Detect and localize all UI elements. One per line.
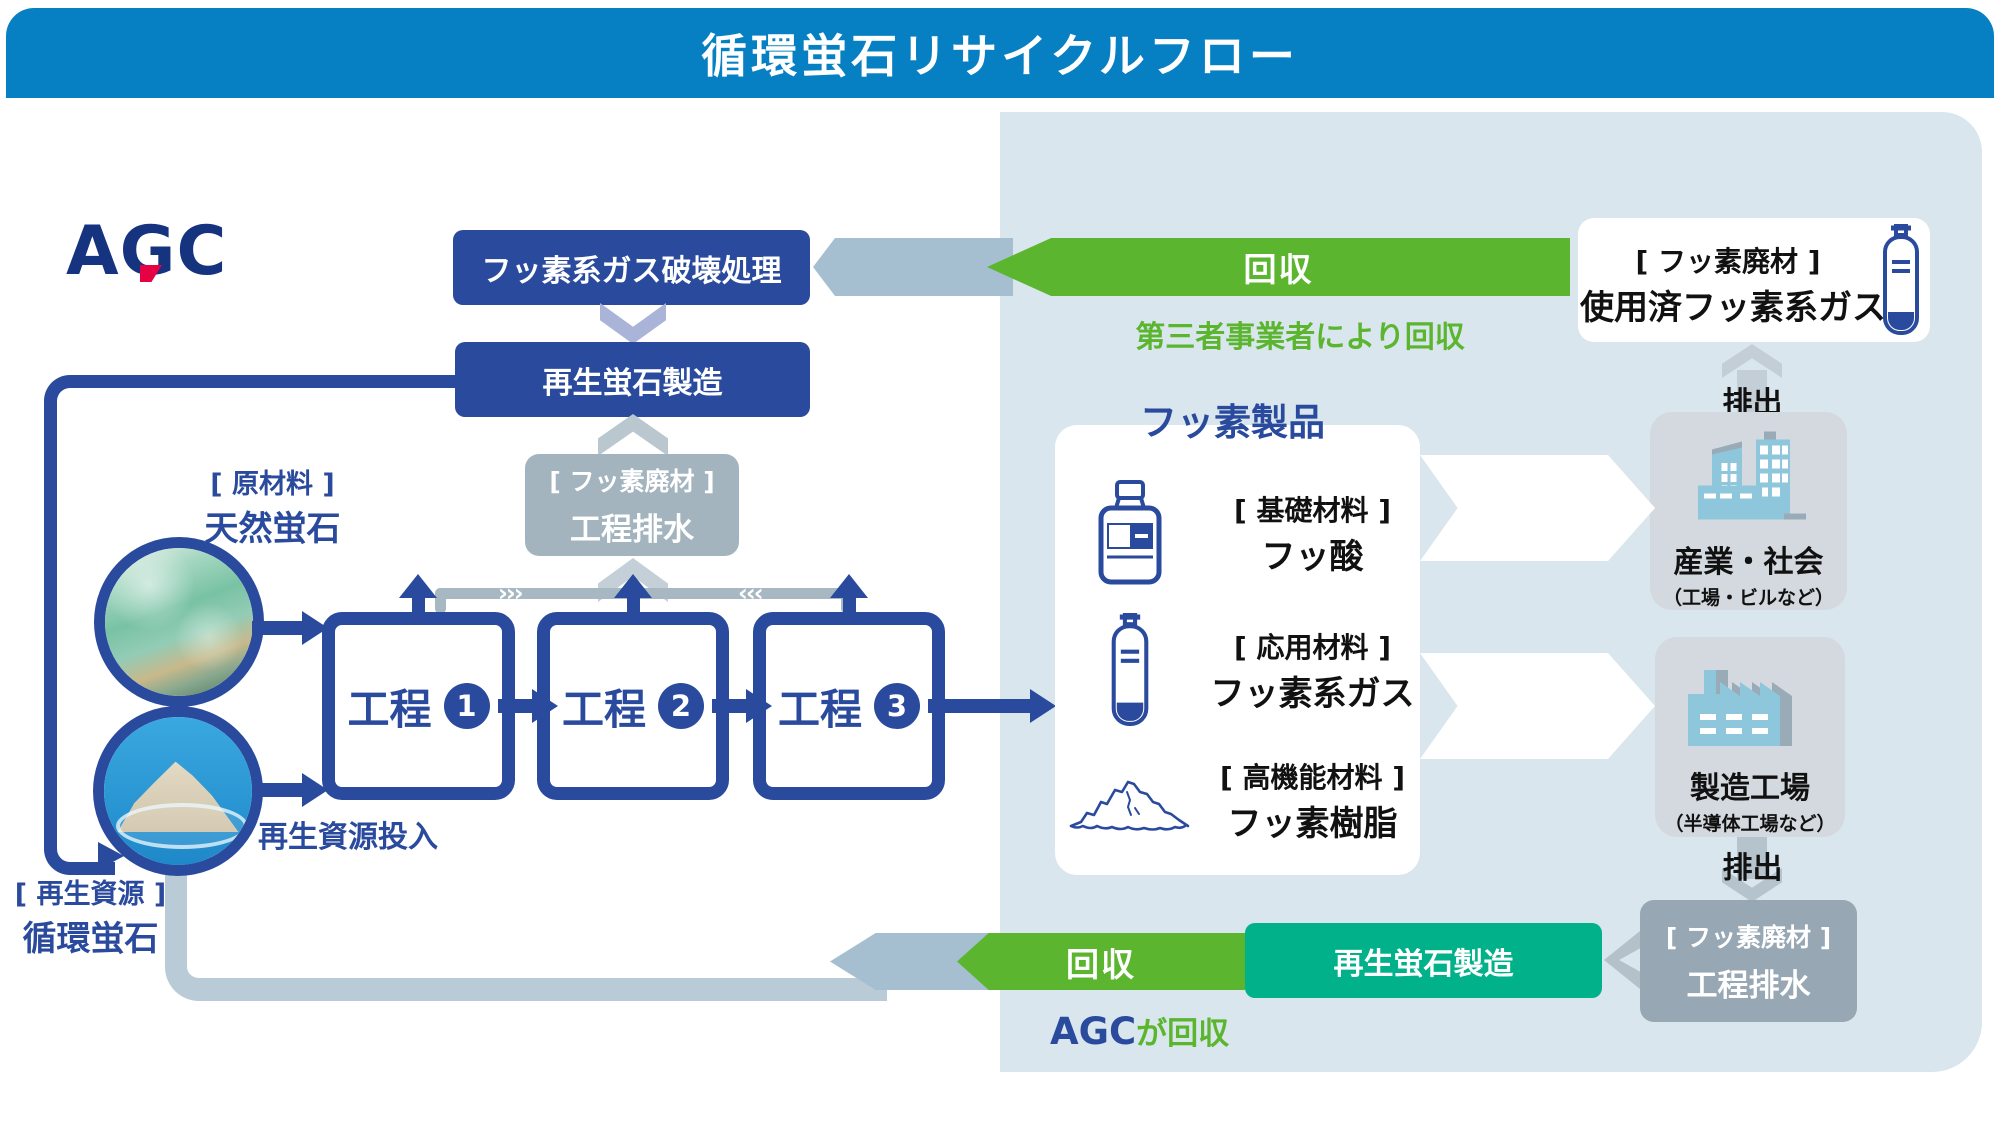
factory-box: 製造工場 （半導体工場など）	[1655, 637, 1845, 837]
industry-sub: （工場・ビルなど）	[1662, 587, 1834, 609]
regen-manufacturing-box: 再生蛍石製造	[455, 342, 810, 417]
wastewater-up-arrow-icon	[399, 574, 437, 614]
regen-manufacturing-bottom-label: 再生蛍石製造	[1333, 946, 1514, 982]
emission-down-band	[1737, 837, 1767, 879]
used-gas-tag: [ フッ素廃材 ]	[1635, 245, 1821, 278]
natural-fluorite-photo	[94, 537, 264, 707]
loop-line-top	[44, 375, 469, 628]
product-tag: [ 応用材料 ]	[1233, 630, 1392, 664]
waste-tag-label: [ フッ素廃材 ]	[549, 466, 715, 496]
product-row: [ 高機能材料 ] フッ素樹脂	[1055, 745, 1420, 855]
agc-recovery-text: が回収	[1136, 1016, 1230, 1052]
reagent-bottle-icon	[1098, 480, 1162, 585]
recovery-green-arrow-top: 回収	[987, 238, 1570, 296]
flow-right-marks: ›››	[498, 579, 524, 607]
process-2-label: 工程	[561, 684, 646, 734]
process-3-label: 工程	[777, 684, 862, 734]
recycled-resource-labels: [ 再生資源 ] 循環蛍石	[8, 872, 173, 960]
buildings-icon	[1697, 431, 1806, 520]
factory-wastewater-box: [ フッ素廃材 ] 工程排水	[1640, 900, 1857, 1022]
process-1-label: 工程	[347, 684, 432, 734]
recovery-green-arrow-bottom: 回収	[957, 933, 1245, 990]
fluorite-crystal-image	[105, 548, 253, 696]
waste-name-label: 工程排水	[570, 511, 694, 548]
gas-destruction-box: フッ素系ガス破壊処理	[453, 230, 810, 305]
wastewater-up-arrow-icon	[614, 574, 652, 614]
arrow-process1-to-process2	[498, 689, 558, 723]
arrow-fluorite-to-process1	[252, 611, 328, 645]
factory-sub: （半導体工場など）	[1664, 813, 1836, 835]
powder-dish-image	[104, 717, 252, 865]
fluorine-products-title: フッ素製品	[1140, 401, 1325, 444]
product-name: フッ素樹脂	[1227, 803, 1398, 844]
product-tag: [ 基礎材料 ]	[1233, 493, 1392, 527]
factory-name: 製造工場	[1690, 771, 1810, 806]
raw-material-labels: [ 原材料 ] 天然蛍石	[180, 462, 365, 550]
raw-material-tag: [ 原材料 ]	[210, 469, 335, 500]
up-chevron-icon	[598, 414, 668, 456]
regen-manufacturing-label: 再生蛍石製造	[542, 365, 723, 401]
emission-bottom-label: 排出	[1722, 851, 1783, 886]
arrow-powder-to-process1	[252, 773, 328, 807]
recycled-input-label: 再生資源投入	[258, 820, 438, 855]
gas-cylinder-icon	[1111, 613, 1149, 726]
process-3-box: 工程 3	[753, 612, 945, 800]
products-to-industry-arrow	[1420, 455, 1655, 561]
flow-left-marks: ‹‹‹	[738, 579, 764, 607]
recycled-fluorite-photo	[93, 706, 263, 876]
process-2-box: 工程 2	[537, 612, 729, 800]
used-gas-name: 使用済フッ素系ガス	[1580, 288, 1886, 328]
collector-line-end	[435, 588, 446, 614]
process-wastewater-box: [ フッ素廃材 ] 工程排水	[525, 454, 739, 556]
factory-icon	[1688, 670, 1792, 746]
arrow-process2-to-process3	[712, 689, 772, 723]
process-1-box: 工程 1	[322, 612, 515, 800]
gas-cylinder-icon	[1883, 224, 1919, 335]
process-3-number: 3	[874, 683, 920, 729]
recovery-top-label: 回収	[1243, 250, 1314, 289]
product-row: [ 応用材料 ] フッ素系ガス	[1055, 610, 1420, 730]
wastewater-up-arrow-icon	[830, 574, 868, 614]
regen-manufacturing-bottom-box: 再生蛍石製造	[1245, 923, 1602, 998]
loop-line-bottom	[44, 608, 115, 875]
product-name: フッ素系ガス	[1210, 673, 1415, 714]
recovery-bottom-label: 回収	[1066, 944, 1136, 984]
powder-pile-icon	[1069, 780, 1190, 831]
industry-box: 産業・社会 （工場・ビルなど）	[1650, 412, 1847, 610]
page-title: 循環蛍石リサイクルフロー	[701, 29, 1299, 83]
process-2-number: 2	[658, 683, 704, 729]
fluorine-products-box: [ 基礎材料 ] フッ酸 [ 応用材料 ] フッ素系ガス	[1055, 425, 1420, 875]
used-gas-box: [ フッ素廃材 ] 使用済フッ素系ガス	[1578, 218, 1930, 342]
recycled-resource-tag: [ 再生資源 ]	[14, 879, 167, 910]
recovery-gray-arrow-top	[813, 238, 1013, 296]
gas-destruction-label: フッ素系ガス破壊処理	[481, 253, 782, 289]
petri-dish	[115, 802, 249, 850]
product-tag: [ 高機能材料 ]	[1219, 760, 1406, 794]
product-row: [ 基礎材料 ] フッ酸	[1055, 473, 1420, 593]
raw-material-name: 天然蛍石	[204, 509, 341, 549]
title-band: 循環蛍石リサイクルフロー	[6, 8, 1994, 98]
products-to-factory-arrow	[1420, 653, 1655, 759]
agc-recovery-note: AGCが回収	[1050, 1008, 1229, 1053]
recycled-resource-name: 循環蛍石	[22, 919, 159, 959]
factory-waste-name: 工程排水	[1686, 967, 1811, 1004]
agc-recovery-agc: AGC	[1050, 1010, 1137, 1053]
emission-up-band	[1737, 370, 1767, 412]
product-name: フッ酸	[1261, 536, 1364, 577]
industry-name: 産業・社会	[1673, 545, 1824, 580]
process-1-number: 1	[443, 683, 490, 729]
third-party-note: 第三者事業者により回収	[1135, 320, 1465, 355]
down-chevron-icon	[600, 303, 666, 344]
factory-waste-tag: [ フッ素廃材 ]	[1665, 922, 1832, 952]
arrow-process3-to-products	[928, 689, 1056, 723]
